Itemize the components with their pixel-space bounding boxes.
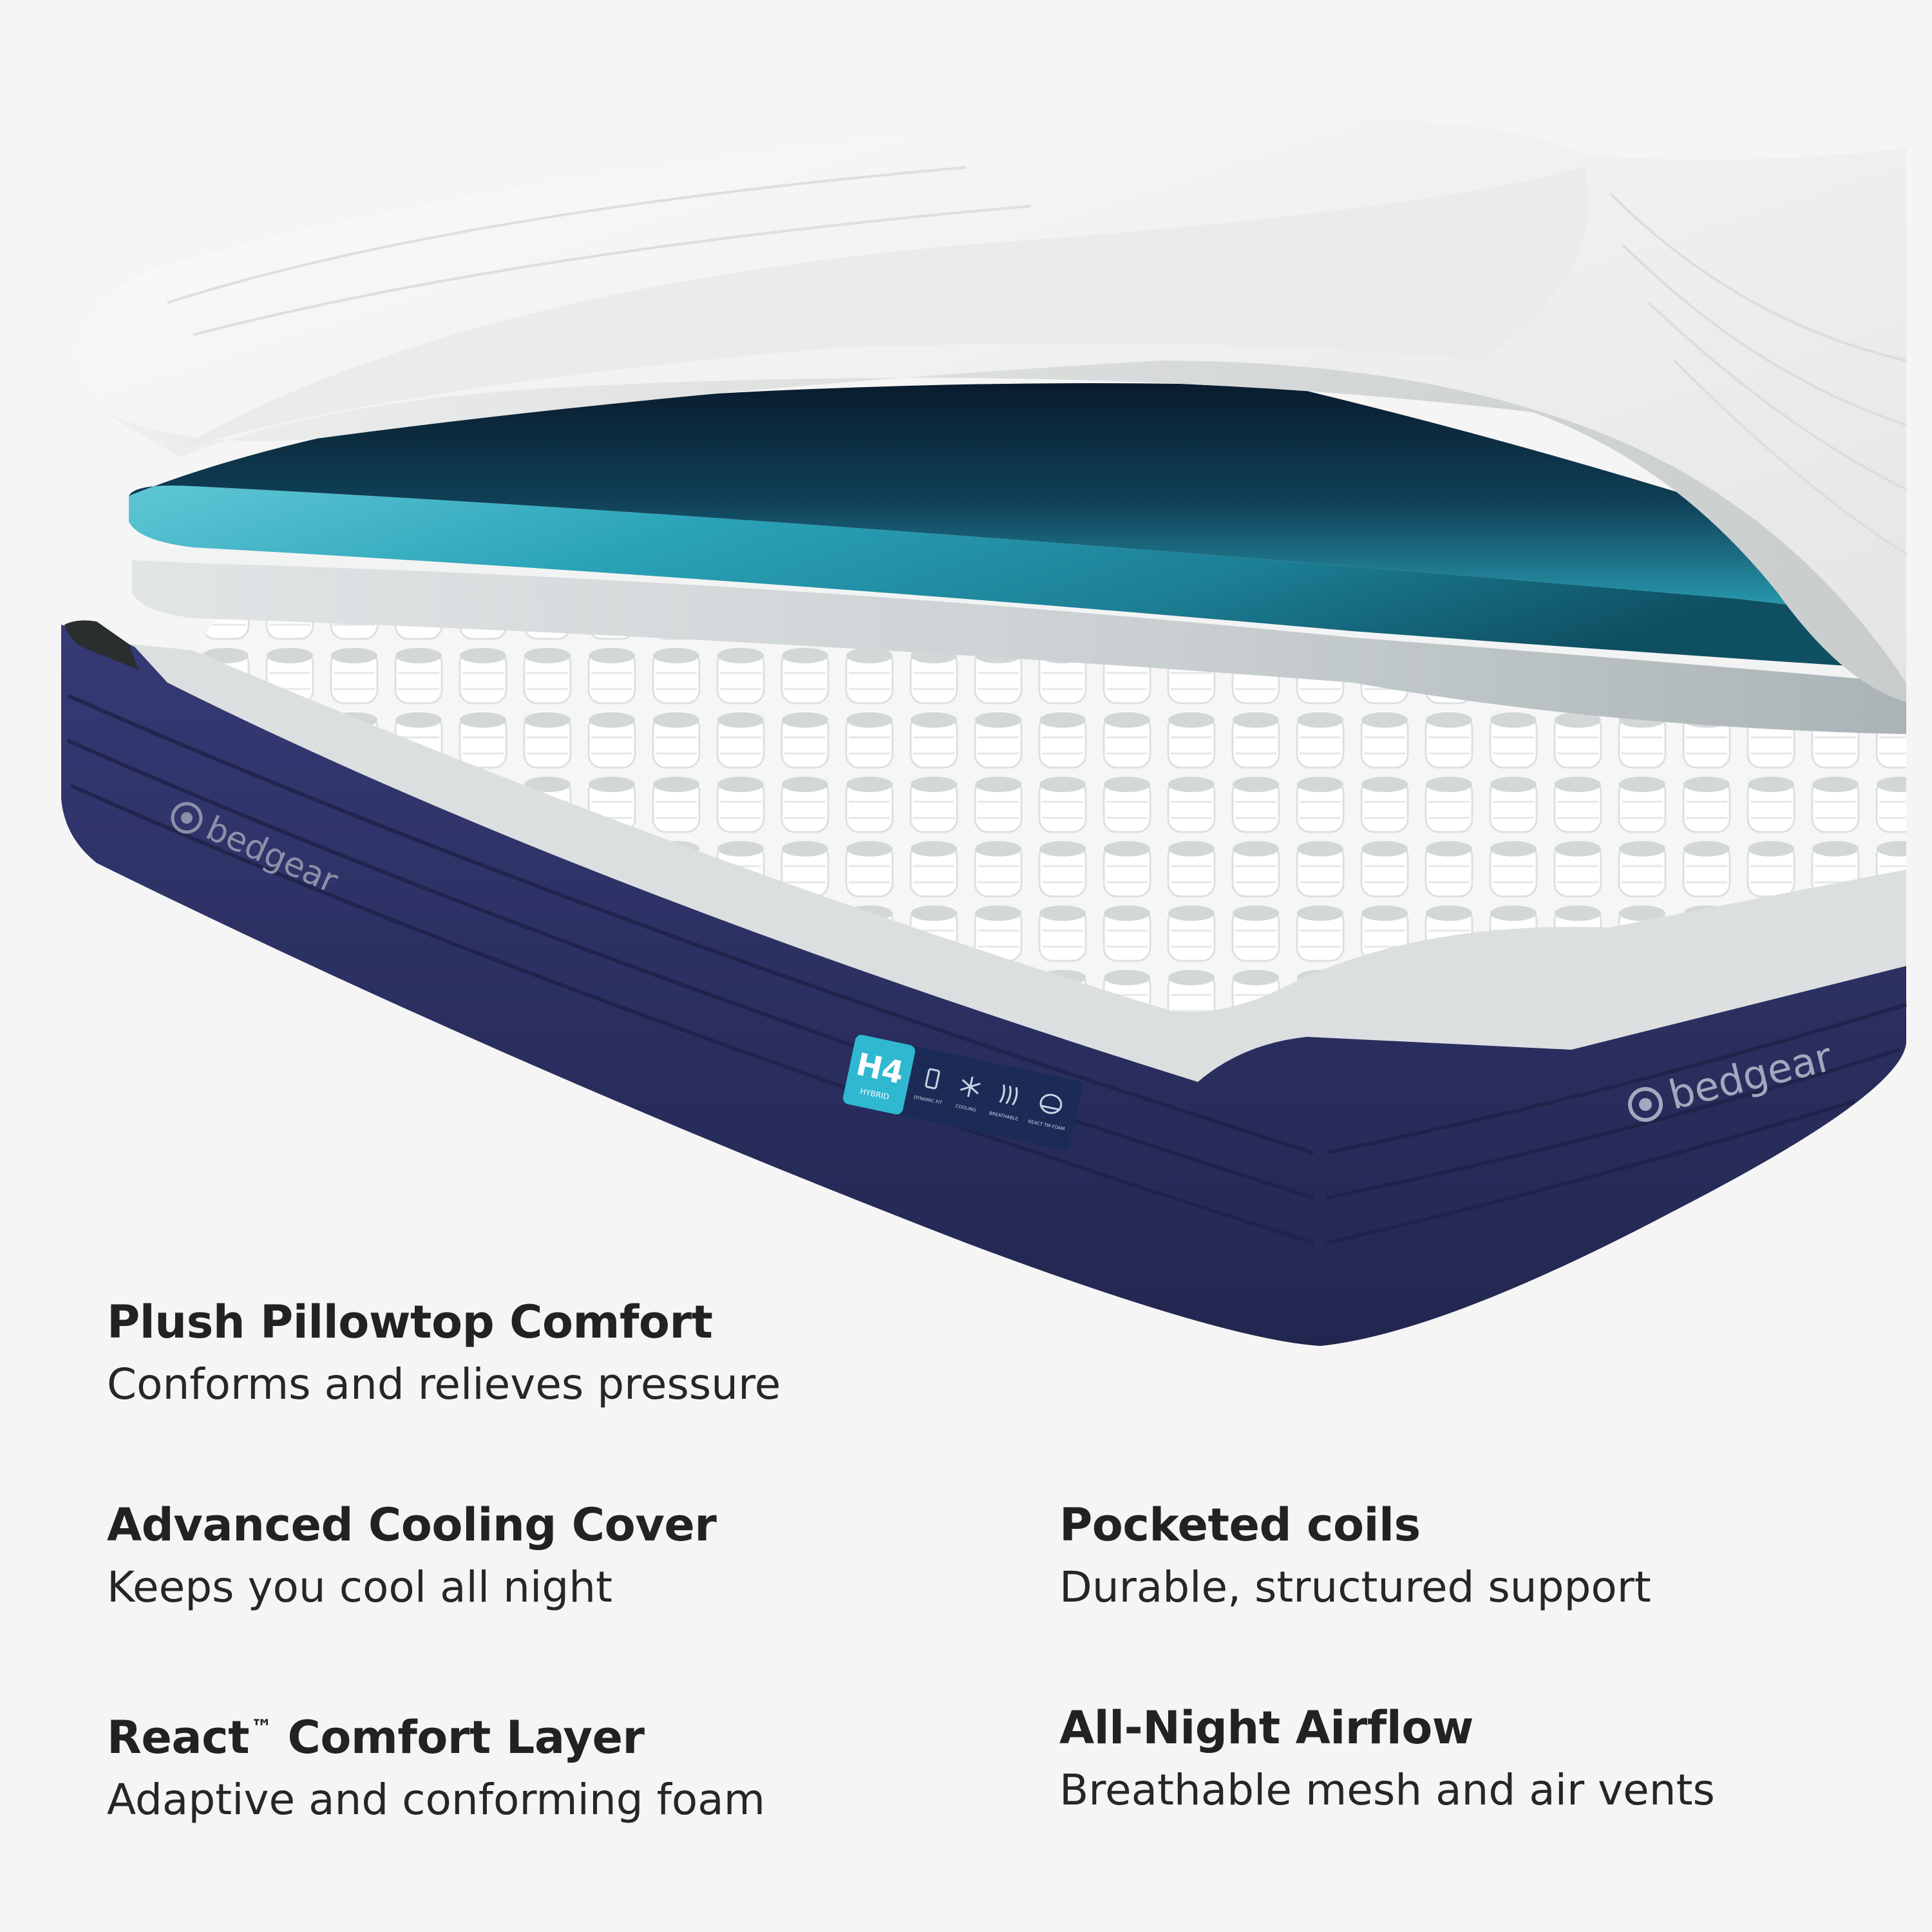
feature-title: All-Night Airflow [1059, 1701, 1473, 1754]
feature-description: Adaptive and conforming foam [107, 1775, 766, 1824]
foam-icon [925, 1068, 940, 1090]
feature-airflow: All-Night Airflow Breathable mesh and ai… [1059, 1700, 1897, 1820]
react-icon [1039, 1094, 1063, 1114]
feature-description: Durable, structured support [1059, 1562, 1651, 1612]
mesh-corner [64, 620, 138, 670]
feature-title: React™ Comfort Layer [107, 1700, 944, 1765]
feature-title-rest: Comfort Layer [272, 1711, 645, 1764]
feature-react: React™ Comfort Layer Adaptive and confor… [107, 1700, 944, 1830]
airflow-icon [999, 1084, 1018, 1106]
feature-title: Plush Pillowtop Comfort [107, 1296, 713, 1349]
trademark-symbol: ™ [251, 1715, 272, 1741]
feature-title: Pocketed coils [1059, 1499, 1421, 1551]
mattress-illustration: bedgear bedgear H4 HYBRID [61, 117, 1908, 1346]
feature-cooling: Advanced Cooling Cover Keeps you cool al… [107, 1497, 944, 1617]
snowflake-icon [960, 1076, 981, 1097]
feature-description: Conforms and relieves pressure [107, 1359, 781, 1409]
support-foam-layer [132, 547, 1906, 734]
feature-coils: Pocketed coils Durable, structured suppo… [1059, 1497, 1897, 1617]
mattress-base [61, 625, 1906, 1346]
feature-title: Advanced Cooling Cover [107, 1499, 717, 1551]
feature-pillowtop: Plush Pillowtop Comfort Conforms and rel… [107, 1294, 944, 1414]
feature-description: Breathable mesh and air vents [1059, 1765, 1715, 1815]
feature-description: Keeps you cool all night [107, 1562, 612, 1612]
react-foam-layer [129, 486, 1906, 670]
feature-title-main: React [107, 1711, 250, 1764]
edge-foam [132, 644, 1906, 1082]
model-badge: H4 HYBRID DYNAMIC FIT [842, 1034, 1083, 1150]
